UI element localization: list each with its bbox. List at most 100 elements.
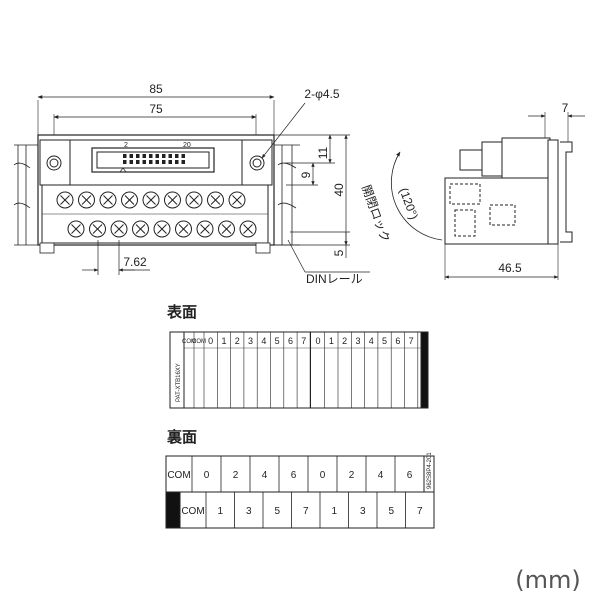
connector-pin (168, 154, 172, 158)
back-cell-label: 2 (233, 470, 239, 481)
screw-slot (60, 195, 70, 205)
terminal-screw (99, 191, 117, 209)
back-cell-label: 5 (388, 506, 394, 517)
connector-pin (123, 160, 127, 164)
surface-cell-label: 5 (275, 336, 280, 346)
back-cell-label: 1 (217, 506, 223, 517)
terminal-screws (56, 191, 257, 238)
dim-85: 85 (149, 82, 163, 96)
connector-pins (123, 154, 185, 164)
unit-label: (mm) (515, 566, 580, 594)
connector-pin (142, 154, 146, 158)
screw-slot (243, 224, 253, 234)
terminal-screw (228, 191, 246, 209)
terminal-screw (142, 191, 160, 209)
connector-pin-left-label: 2 (124, 142, 128, 149)
screw-slot (71, 224, 81, 234)
dim-5: 5 (332, 249, 346, 256)
surface-cell-label: 4 (261, 336, 266, 346)
connector-pin (136, 160, 140, 164)
dim-75: 75 (149, 102, 163, 116)
connector-pin (162, 160, 166, 164)
connector-pin (142, 160, 146, 164)
connector-pin (175, 154, 179, 158)
back-com-label: COM (181, 506, 204, 517)
surface-cell-label: 7 (409, 336, 414, 346)
connector-pin (168, 160, 172, 164)
back-side-label: 962S8P4-201 (427, 452, 433, 489)
connector-pin (149, 154, 153, 158)
terminal-screw (239, 220, 257, 238)
screw-slot (81, 195, 92, 205)
dim-11: 11 (316, 146, 330, 159)
surface-cell-label: 7 (301, 336, 306, 346)
terminal-screw (56, 191, 74, 209)
surface-heading: 表面 (167, 303, 197, 321)
back-cell-label: 6 (407, 470, 413, 481)
terminal-screw (153, 220, 171, 238)
back-cell-label: 4 (262, 470, 268, 481)
surface-cell-label: 0 (316, 336, 321, 346)
screw-slot (114, 224, 124, 234)
surface-vertical-label: PAT-XTB16XY (176, 363, 182, 402)
back-cell-label: 4 (378, 470, 384, 481)
surface-cell-label: 3 (248, 336, 253, 346)
terminal-screw (78, 191, 95, 209)
back-cell-label: 0 (320, 470, 326, 481)
terminal-screw (67, 220, 85, 238)
screw-slot (167, 195, 178, 205)
connector-pin (149, 160, 153, 164)
terminal-screw (121, 191, 138, 209)
back-cell-label: 7 (417, 506, 423, 517)
back-cell-label: 3 (360, 506, 366, 517)
screw-slot (103, 195, 113, 205)
screw-slot (210, 195, 221, 205)
din-rail-label: DINレール (306, 272, 363, 286)
terminal-screw (207, 191, 224, 209)
screw-slot (146, 195, 156, 205)
screw-slot (178, 224, 189, 234)
surface-label-panel (169, 331, 429, 409)
terminal-screw (164, 191, 181, 209)
surface-cell-label: 6 (288, 336, 293, 346)
terminal-screw (110, 220, 128, 238)
screw-slot (157, 224, 167, 234)
dim-40: 40 (332, 183, 346, 197)
screw-slot (221, 224, 232, 234)
screw-slot (124, 195, 135, 205)
surface-cell-label: 0 (208, 336, 213, 346)
connector-pin (181, 160, 185, 164)
dim-46-5: 46.5 (498, 261, 522, 275)
back-com-label: COM (167, 470, 190, 481)
terminal-screw (218, 220, 235, 238)
terminal-screw (132, 220, 149, 238)
terminal-screw (196, 220, 214, 238)
connector-pin (181, 154, 185, 158)
screw-slot (189, 195, 199, 205)
screw-slot (135, 224, 146, 234)
back-label-panel (165, 455, 435, 529)
back-cell-label: 0 (204, 470, 210, 481)
terminal-screw (89, 220, 106, 238)
dim-7: 7 (562, 101, 569, 115)
surface-cell-label: 4 (369, 336, 374, 346)
connector-pin (136, 154, 140, 158)
screw-slot (232, 195, 242, 205)
angle-label: (120°) (397, 186, 421, 222)
back-cell-label: 3 (246, 506, 252, 517)
surface-cell-label: 2 (342, 336, 347, 346)
surface-cell-label: 1 (221, 336, 226, 346)
back-cell-label: 2 (349, 470, 355, 481)
connector-pin (175, 160, 179, 164)
connector-pin (123, 154, 127, 158)
terminal-screw (185, 191, 203, 209)
back-cell-label: 6 (291, 470, 297, 481)
terminal-screw (175, 220, 192, 238)
connector-pin (129, 154, 133, 158)
connector-pin (155, 154, 159, 158)
surface-cell-label: 5 (382, 336, 387, 346)
connector-pin (155, 160, 159, 164)
